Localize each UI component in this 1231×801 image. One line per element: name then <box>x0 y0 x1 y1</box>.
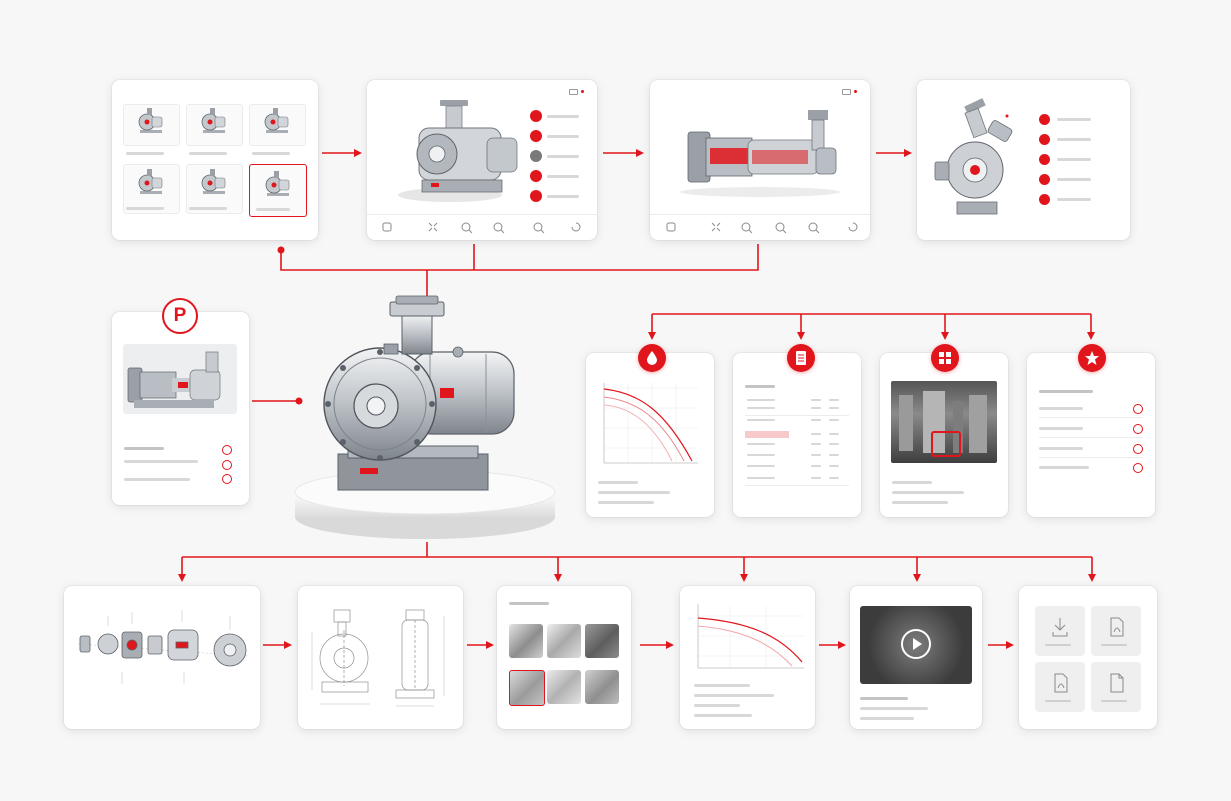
option-badge-icon[interactable] <box>530 110 542 122</box>
document-file[interactable] <box>1091 662 1141 712</box>
option-badge-icon[interactable] <box>530 130 542 142</box>
applications-card[interactable] <box>880 353 1008 517</box>
check-icon[interactable] <box>1133 463 1143 473</box>
option-badge-icon[interactable] <box>1039 154 1050 165</box>
mini-pump-icon <box>264 108 289 133</box>
check-icon[interactable] <box>1133 404 1143 414</box>
material-swatch[interactable] <box>509 624 543 658</box>
option-badge-icon[interactable] <box>1039 194 1050 205</box>
option-badge-icon[interactable] <box>1039 134 1050 145</box>
mini-pump-icon <box>138 169 163 194</box>
video-card[interactable] <box>850 586 982 729</box>
pump-side-view-icon <box>127 351 221 408</box>
material-swatches-card[interactable] <box>497 586 631 729</box>
plant-photo <box>891 381 997 463</box>
option-badge-icon[interactable] <box>530 190 542 202</box>
features-card[interactable] <box>1027 353 1155 517</box>
thumbnail-pumps <box>138 108 290 196</box>
option-list <box>1037 114 1117 214</box>
3d-viewer-card[interactable] <box>367 80 597 240</box>
performance-curve-card[interactable] <box>680 586 815 729</box>
product-card[interactable] <box>112 312 249 505</box>
material-swatch[interactable] <box>547 624 581 658</box>
technical-drawing-icon <box>311 609 445 707</box>
exploded-assembly-icon <box>77 610 249 684</box>
option-badge-icon[interactable] <box>1039 114 1050 125</box>
option-list <box>527 110 587 210</box>
option-badge-icon[interactable] <box>530 170 542 182</box>
exploded-view-card[interactable] <box>917 80 1130 240</box>
performance-chart-preview <box>603 383 698 464</box>
grid-icon[interactable] <box>931 344 959 372</box>
centrifugal-pump-icon[interactable] <box>290 292 560 542</box>
play-icon[interactable] <box>901 629 931 659</box>
view-mode-indicator[interactable] <box>569 88 585 95</box>
mini-pump-icon <box>265 171 290 196</box>
pdf-file[interactable] <box>1035 662 1085 712</box>
droplet-icon[interactable] <box>638 344 666 372</box>
check-icon[interactable] <box>1133 424 1143 434</box>
check-icon[interactable] <box>1133 444 1143 454</box>
performance-curve-icon <box>697 604 804 669</box>
specifications-card[interactable] <box>733 353 861 517</box>
material-swatch-selected[interactable] <box>509 670 545 706</box>
option-badge-icon[interactable] <box>1039 174 1050 185</box>
option-badge-icon[interactable] <box>530 150 542 162</box>
material-swatch[interactable] <box>585 624 619 658</box>
check-icon[interactable] <box>222 474 232 484</box>
performance-card[interactable] <box>586 353 714 517</box>
document-list-icon[interactable] <box>787 344 815 372</box>
mini-pump-icon <box>201 108 226 133</box>
pump-3d-view-icon <box>398 100 518 202</box>
check-icon[interactable] <box>222 460 232 470</box>
check-icon[interactable] <box>222 445 232 455</box>
star-icon[interactable] <box>1078 344 1106 372</box>
mini-pump-icon <box>138 108 163 133</box>
pump-exploded-icon <box>934 98 1013 215</box>
mini-pump-icon <box>201 169 226 194</box>
pump-cutaway-icon <box>680 110 840 197</box>
material-swatch[interactable] <box>585 670 619 704</box>
download-file[interactable] <box>1035 606 1085 656</box>
downloads-card[interactable] <box>1019 586 1157 729</box>
pdf-file[interactable] <box>1091 606 1141 656</box>
view-mode-indicator[interactable] <box>842 88 858 95</box>
thumbnail-gallery-card[interactable] <box>112 80 318 240</box>
material-swatch[interactable] <box>547 670 581 704</box>
section-view-card[interactable] <box>650 80 870 240</box>
technical-drawing-card[interactable] <box>298 586 463 729</box>
product-badge[interactable]: P <box>162 298 198 334</box>
exploded-assembly-card[interactable] <box>64 586 260 729</box>
